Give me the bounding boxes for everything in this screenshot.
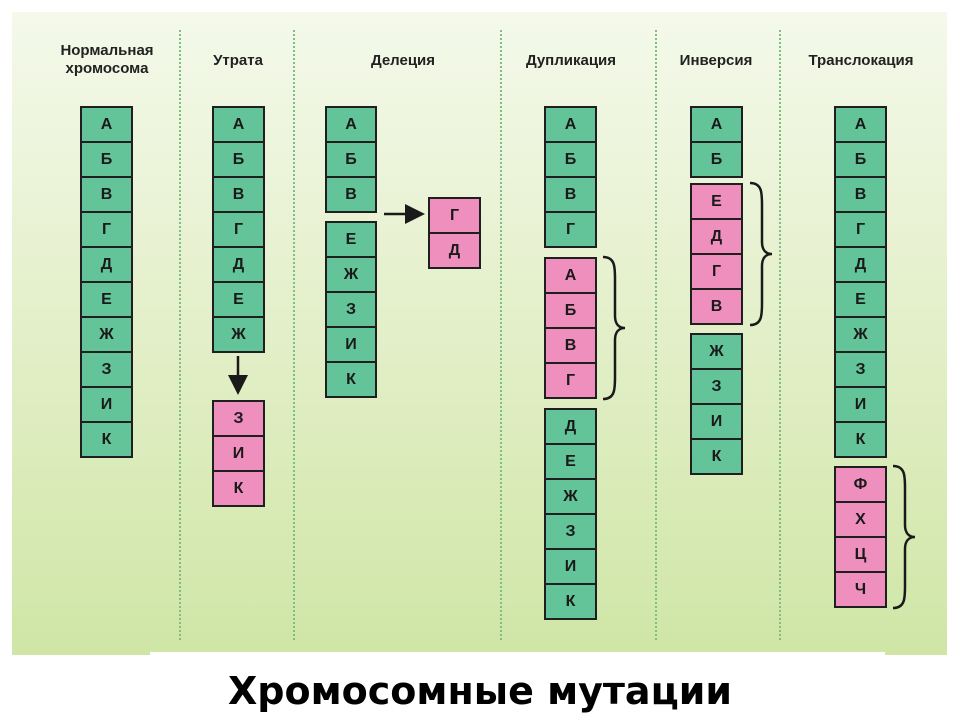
mutated-gene-segment: Д (428, 232, 481, 269)
mutated-gene-segment: Ф (834, 466, 887, 503)
mutated-gene-segment: К (212, 470, 265, 507)
gene-segment: Е (544, 443, 597, 480)
gene-segment: В (834, 176, 887, 213)
column-divider (293, 30, 295, 640)
diagram-panel (12, 12, 947, 655)
gene-segment: Г (544, 211, 597, 248)
gene-segment: Ж (690, 333, 743, 370)
column-label: Нормальная хромосома (60, 42, 154, 77)
gene-segment: Д (212, 246, 265, 283)
gene-segment: Б (690, 141, 743, 178)
column-label: Инверсия (679, 52, 753, 69)
gene-segment: А (80, 106, 133, 143)
column-label: Транслокация (808, 52, 914, 69)
gene-segment: Г (80, 211, 133, 248)
gene-segment: Б (325, 141, 377, 178)
mutated-gene-segment: Ч (834, 571, 887, 608)
gene-segment: И (325, 326, 377, 363)
gene-segment: Г (212, 211, 265, 248)
gene-segment: К (690, 438, 743, 475)
curly-brace-icon (602, 255, 626, 401)
gene-segment: Ж (325, 256, 377, 293)
curly-brace-icon (749, 181, 773, 327)
mutated-gene-segment: Д (690, 218, 743, 255)
gene-segment: В (80, 176, 133, 213)
mutated-gene-segment: В (690, 288, 743, 325)
mutated-gene-segment: Г (428, 197, 481, 234)
gene-segment: Г (834, 211, 887, 248)
gene-segment: Д (834, 246, 887, 283)
gene-segment: К (544, 583, 597, 620)
column-divider (500, 30, 502, 640)
column-divider (179, 30, 181, 640)
column-divider (655, 30, 657, 640)
mutated-gene-segment: Г (544, 362, 597, 399)
gene-segment: К (834, 421, 887, 458)
gene-segment: А (212, 106, 265, 143)
gene-segment: Е (325, 221, 377, 258)
gene-segment: З (544, 513, 597, 550)
gene-segment: И (544, 548, 597, 585)
column-label: Утрата (213, 52, 263, 69)
column-label: Дупликация (525, 52, 617, 69)
gene-segment: Б (834, 141, 887, 178)
gene-segment: Б (544, 141, 597, 178)
gene-segment: В (325, 176, 377, 213)
column-label: Делеция (370, 52, 436, 69)
curly-brace-icon (892, 464, 916, 610)
caption-band (150, 652, 885, 720)
gene-segment: Б (80, 141, 133, 178)
gene-segment: К (325, 361, 377, 398)
gene-segment: Ж (212, 316, 265, 353)
gene-segment: И (690, 403, 743, 440)
column-divider (779, 30, 781, 640)
diagram-caption: Хромосомные мутации (227, 669, 732, 713)
gene-segment: К (80, 421, 133, 458)
